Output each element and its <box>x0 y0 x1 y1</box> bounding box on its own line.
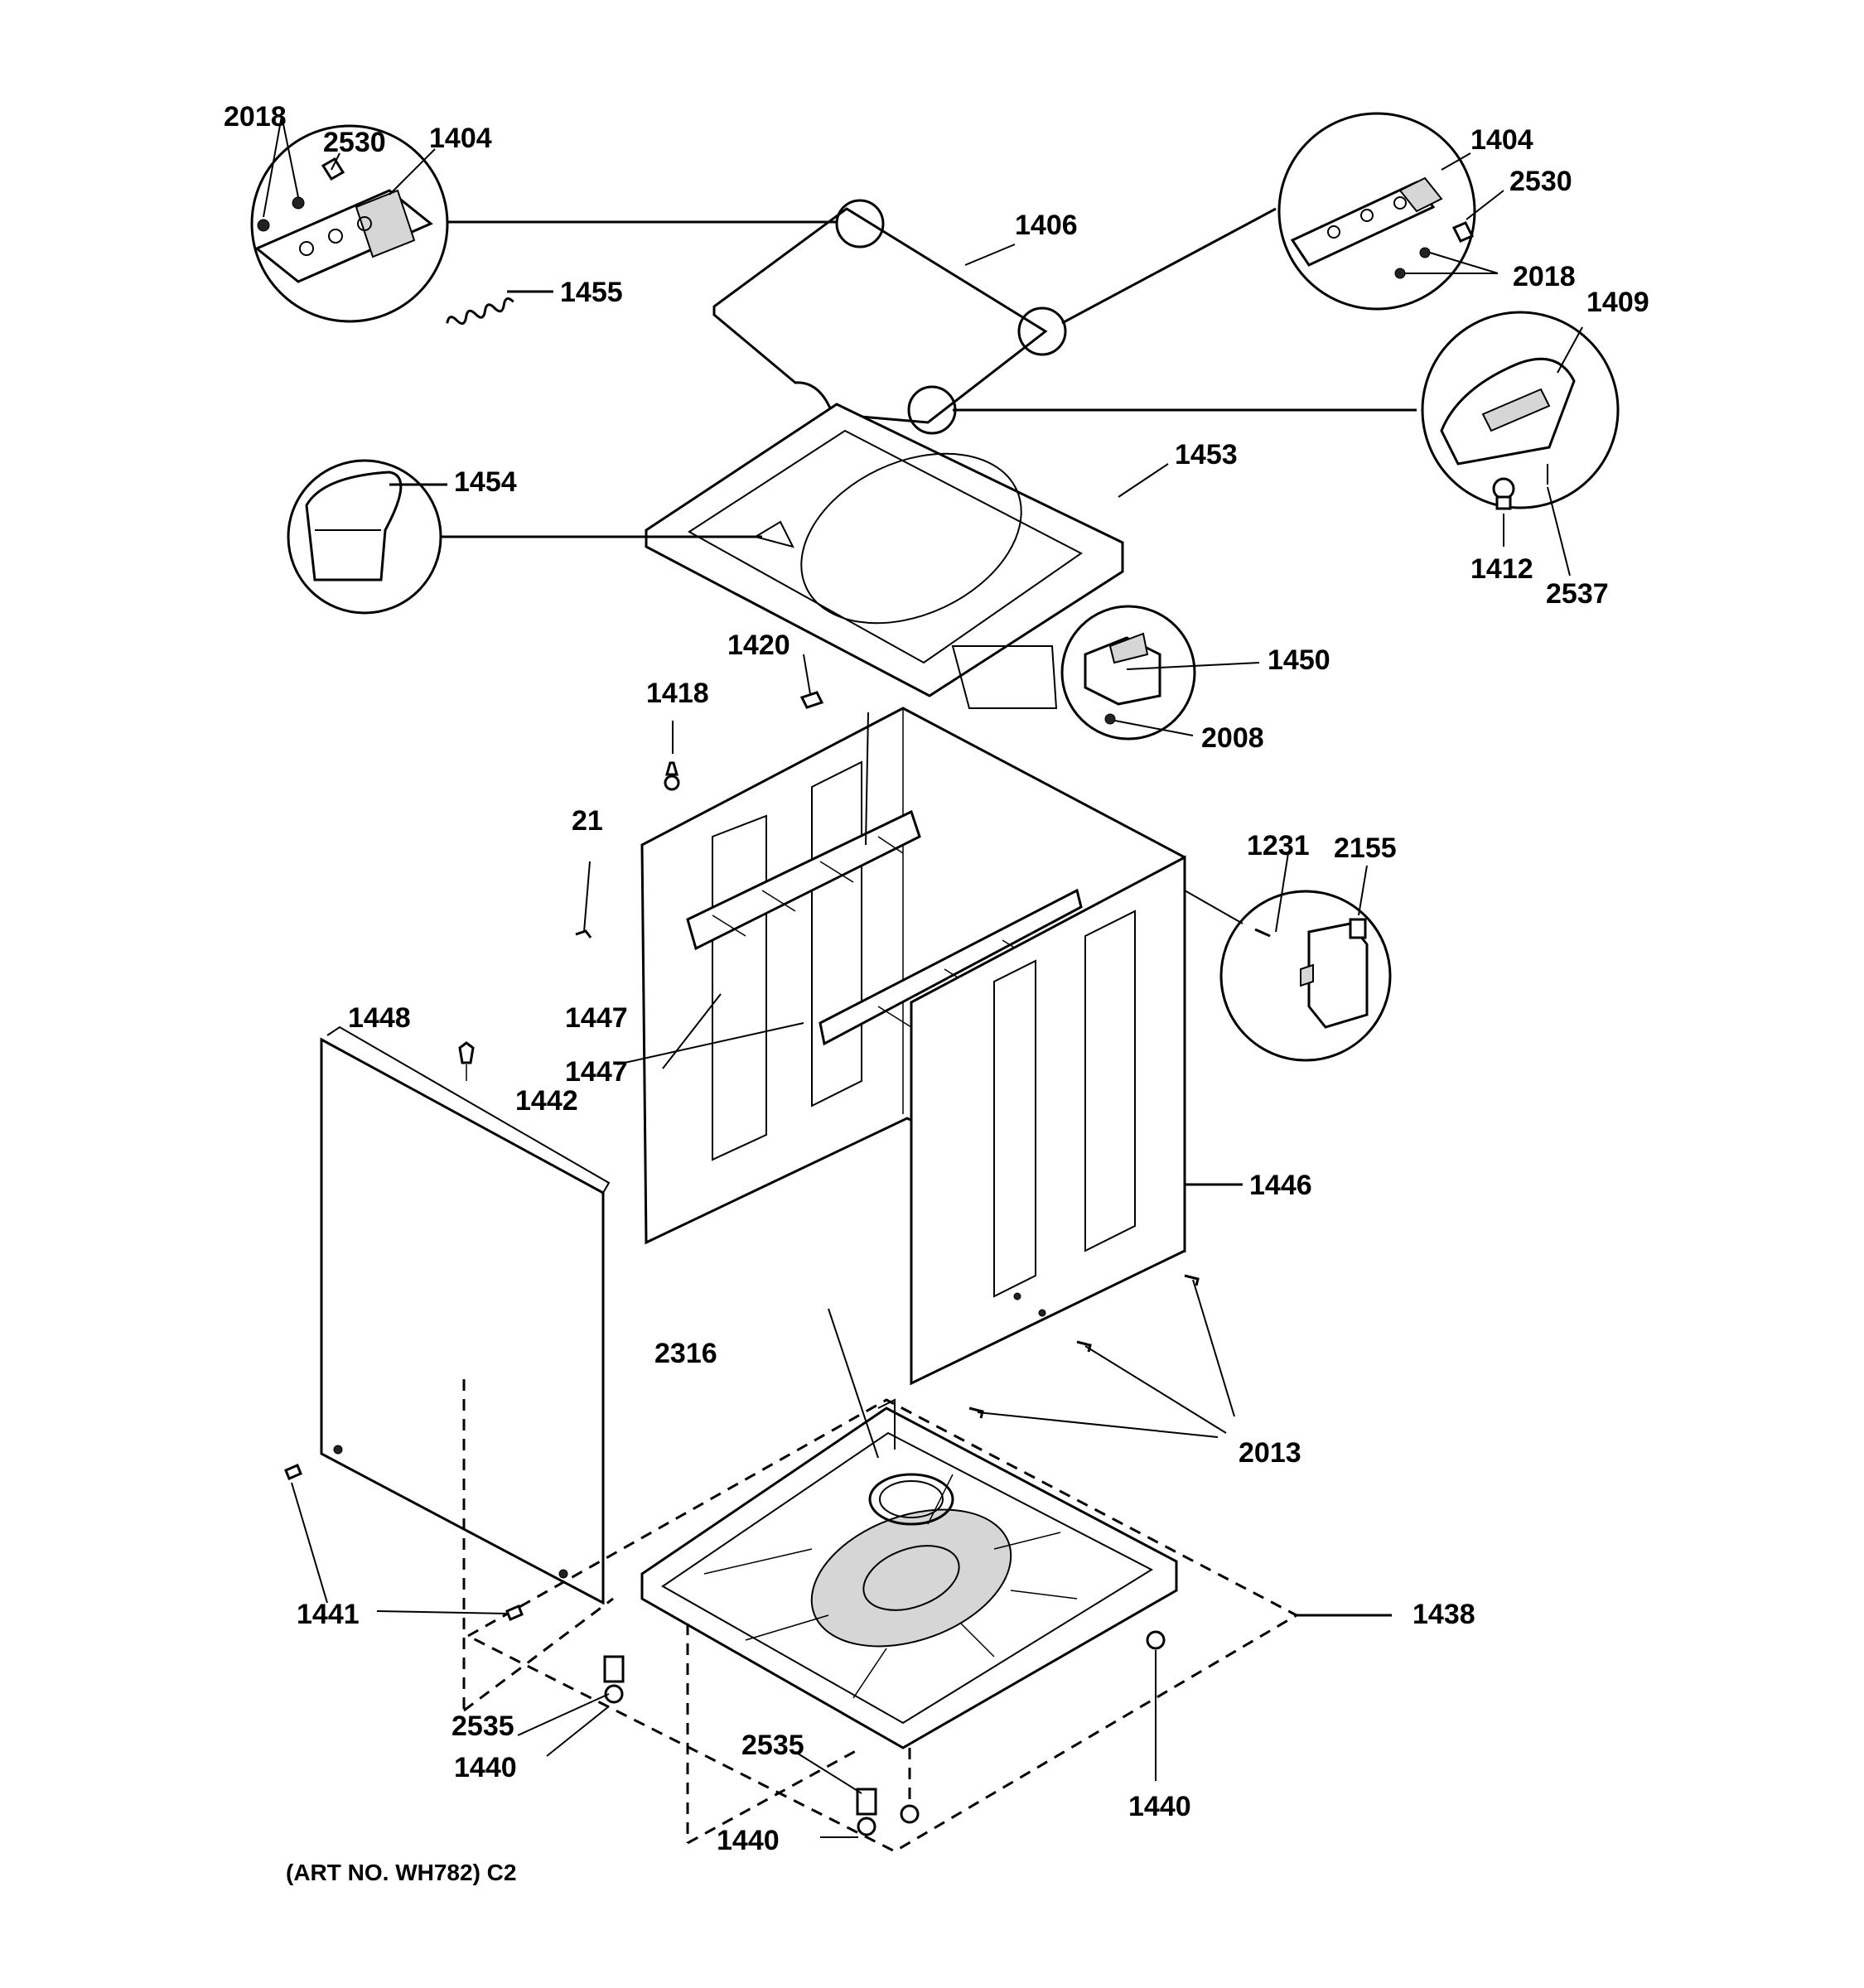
label-1447-lower: 1447 <box>565 1056 628 1088</box>
label-2530-left: 2530 <box>323 127 386 158</box>
label-1441: 1441 <box>297 1599 360 1630</box>
label-1447-upper: 1447 <box>565 1002 628 1034</box>
label-1440-center: 1440 <box>717 1825 780 1856</box>
label-1420: 1420 <box>727 630 790 661</box>
label-1409: 1409 <box>1586 287 1649 318</box>
label-2018-left: 2018 <box>224 101 287 133</box>
label-2316: 2316 <box>654 1338 717 1369</box>
detail-circle-left-hinge <box>250 115 449 323</box>
label-1448: 1448 <box>348 1002 411 1034</box>
label-1442: 1442 <box>515 1085 578 1117</box>
label-21: 21 <box>572 805 603 837</box>
art-number-caption: (ART NO. WH782) C2 <box>286 1860 516 1885</box>
label-2018-right: 2018 <box>1513 261 1576 292</box>
cabinet-side-panel-1446 <box>910 855 1243 1386</box>
top-panel-1453 <box>645 403 1169 709</box>
label-1453: 1453 <box>1175 439 1238 470</box>
label-2530-right: 2530 <box>1509 166 1572 197</box>
label-1450: 1450 <box>1268 644 1330 676</box>
label-2008: 2008 <box>1201 722 1264 754</box>
detail-circle-right-hinge <box>1277 112 1504 311</box>
label-1406: 1406 <box>1015 210 1078 241</box>
label-1404-right: 1404 <box>1470 124 1533 156</box>
label-1455: 1455 <box>560 277 623 308</box>
label-1231: 1231 <box>1247 830 1310 861</box>
label-1404-left: 1404 <box>429 123 492 154</box>
label-1412: 1412 <box>1470 553 1533 585</box>
label-2013: 2013 <box>1239 1437 1301 1469</box>
detail-circle-valve-2155 <box>1184 852 1392 1062</box>
spring-1455 <box>446 290 553 326</box>
label-2537: 2537 <box>1546 578 1609 610</box>
base-1438 <box>640 1398 1178 1749</box>
detail-circle-latch-1409 <box>1421 311 1620 577</box>
detail-circle-switch-1450 <box>1060 605 1260 741</box>
label-2535-center: 2535 <box>741 1730 804 1761</box>
label-1440-left: 1440 <box>454 1752 517 1783</box>
label-1454: 1454 <box>454 466 517 498</box>
fasteners <box>284 654 1235 1838</box>
label-2535-left: 2535 <box>452 1711 514 1742</box>
label-1418: 1418 <box>646 678 709 709</box>
lid-1406 <box>447 199 1417 435</box>
label-1446: 1446 <box>1249 1170 1312 1201</box>
label-1440-right: 1440 <box>1128 1791 1191 1822</box>
front-panel-1442 <box>320 1025 611 1605</box>
label-2155: 2155 <box>1334 832 1397 864</box>
detail-circle-dispenser-1454 <box>287 459 762 615</box>
label-1438: 1438 <box>1412 1599 1475 1630</box>
